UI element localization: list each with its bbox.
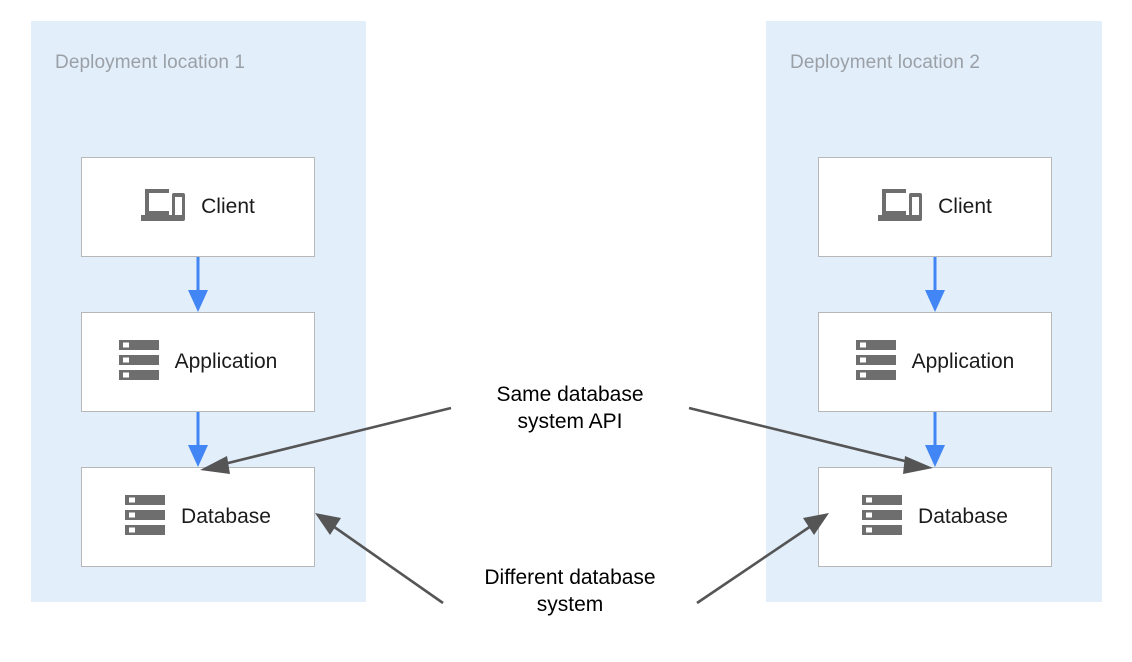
deployment-zone-1-title: Deployment location 1 (55, 52, 246, 73)
node-application-1[interactable]: Application (81, 312, 315, 412)
node-database-2-label: Database (918, 505, 1008, 528)
node-database-2[interactable]: Database (818, 467, 1052, 567)
node-client-1[interactable]: Client (81, 157, 315, 257)
node-client-2[interactable]: Client (818, 157, 1052, 257)
deployment-zone-2-title: Deployment location 2 (790, 52, 981, 73)
node-database-1[interactable]: Database (81, 467, 315, 567)
devices-icon (141, 185, 186, 230)
callout-same-database-system-api: Same database system API (496, 383, 644, 433)
node-database-1-label: Database (181, 505, 271, 528)
node-client-2-label: Client (938, 195, 992, 218)
server-icon (125, 494, 166, 541)
node-client-1-label: Client (201, 195, 255, 218)
node-application-1-label: Application (174, 350, 278, 373)
devices-icon (878, 185, 923, 230)
node-application-2-label: Application (911, 350, 1015, 373)
server-icon (118, 339, 159, 386)
callout-different-database-system: Different database system (484, 566, 656, 616)
server-icon (862, 494, 903, 541)
node-application-2[interactable]: Application (818, 312, 1052, 412)
server-icon (855, 339, 896, 386)
